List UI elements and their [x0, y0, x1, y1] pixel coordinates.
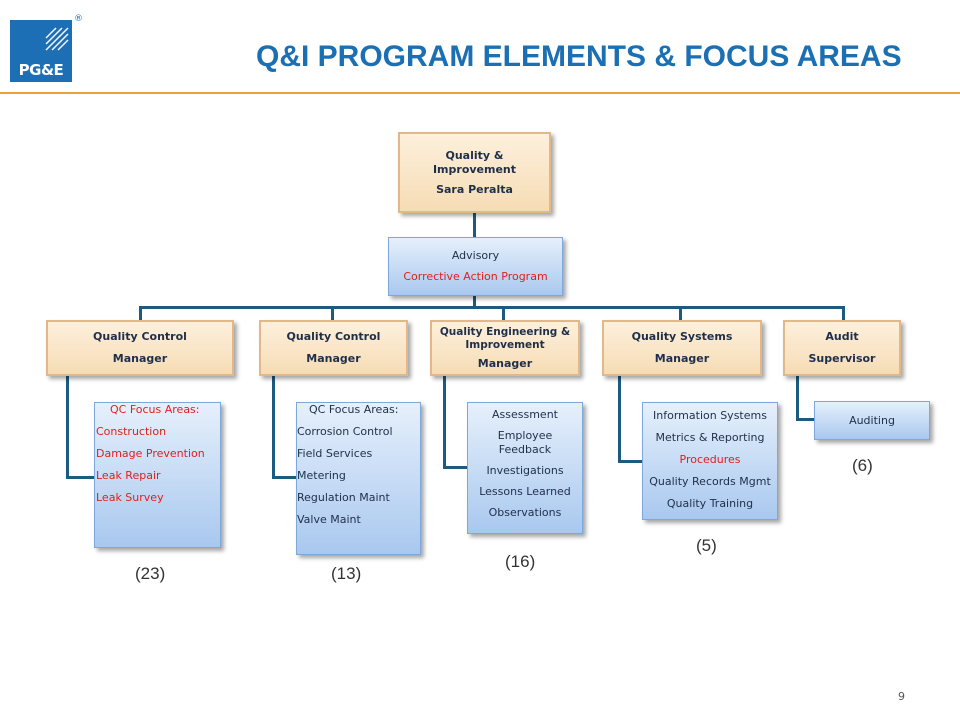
manager-role: Manager [112, 352, 168, 365]
qs-focus-areas: Information Systems Metrics & Reporting … [642, 402, 778, 520]
connector-drop-2 [331, 306, 334, 320]
connector-audit-vertical [796, 376, 799, 420]
focus-item: Quality Records Mgmt [649, 475, 771, 488]
qe-focus-areas: Assessment Employee Feedback Investigati… [467, 402, 583, 534]
logo-text: PG&E [18, 61, 64, 79]
connector-qs-vertical [618, 376, 621, 462]
focus-item: Leak Survey [96, 491, 164, 504]
page-title: Q&I PROGRAM ELEMENTS & FOCUS AREAS [256, 40, 902, 73]
focus-item: Quality Training [666, 497, 754, 510]
focus-item: Assessment [492, 408, 558, 421]
connector-qs-horizontal [618, 460, 642, 463]
connector-drop-5 [842, 306, 845, 320]
manager-title: Quality Control [286, 330, 381, 343]
focus-item: Procedures [679, 453, 741, 466]
manager-title: Quality Engineering & Improvement [439, 325, 571, 351]
focus-item: Construction [96, 425, 167, 438]
count-qe: (16) [505, 552, 536, 571]
corrective-action-program: Corrective Action Program [403, 270, 548, 283]
focus-item: Leak Repair [96, 469, 161, 482]
manager-role: Supervisor [808, 352, 876, 365]
manager-box-qs: Quality Systems Manager [602, 320, 762, 376]
qc2-header: QC Focus Areas: [309, 403, 399, 416]
count-qc1: (23) [135, 564, 166, 583]
qi-title: Quality & Improvement [432, 148, 517, 176]
focus-item: Damage Prevention [96, 447, 205, 460]
connector-top-advisory [473, 212, 476, 238]
focus-item: Observations [488, 506, 562, 519]
page-number: 9 [898, 690, 905, 703]
connector-drop-3 [502, 306, 505, 320]
connector-qe-horizontal [443, 466, 467, 469]
manager-role: Manager [654, 352, 710, 365]
quality-improvement-box: Quality & Improvement Sara Peralta [398, 132, 551, 213]
focus-item: Investigations [486, 464, 564, 477]
connector-qc1-horizontal [66, 476, 94, 479]
connector-advisory-bus [473, 296, 476, 308]
connector-drop-4 [679, 306, 682, 320]
manager-box-qe: Quality Engineering & Improvement Manage… [430, 320, 580, 376]
focus-item: Field Services [297, 447, 373, 460]
manager-role: Manager [306, 352, 361, 365]
title-divider [0, 92, 960, 94]
connector-manager-bus [139, 306, 845, 309]
qc2-focus-areas: QC Focus Areas: Corrosion Control Field … [296, 402, 421, 555]
focus-item: Lessons Learned [479, 485, 571, 498]
focus-item: Information Systems [653, 409, 767, 422]
focus-item: Valve Maint [297, 513, 361, 526]
manager-box-qc-2: Quality Control Manager [259, 320, 408, 376]
qi-name: Sara Peralta [436, 182, 513, 196]
count-qs: (5) [696, 536, 717, 555]
qc1-focus-areas: QC Focus Areas: Construction Damage Prev… [94, 402, 221, 548]
connector-drop-1 [139, 306, 142, 320]
manager-box-audit: Audit Supervisor [783, 320, 901, 376]
connector-qc2-horizontal [272, 476, 296, 479]
focus-item: Corrosion Control [297, 425, 393, 438]
connector-qc2-vertical [272, 376, 275, 478]
focus-item: Regulation Maint [297, 491, 390, 504]
manager-title: Quality Control [93, 330, 187, 343]
pge-logo: PG&E [10, 20, 72, 82]
advisory-box: Advisory Corrective Action Program [388, 237, 563, 296]
count-qc2: (13) [331, 564, 362, 583]
focus-item: Metrics & Reporting [655, 431, 765, 444]
count-audit: (6) [852, 456, 873, 475]
logo-grid-icon [45, 27, 69, 51]
focus-item: Metering [297, 469, 346, 482]
registered-mark: ® [74, 14, 83, 24]
manager-title: Audit [825, 330, 859, 343]
connector-qe-vertical [443, 376, 446, 468]
connector-audit-horizontal [796, 418, 814, 421]
manager-box-qc-1: Quality Control Manager [46, 320, 234, 376]
focus-item: Employee Feedback [497, 429, 553, 456]
advisory-label: Advisory [451, 249, 500, 262]
qc1-header: QC Focus Areas: [110, 403, 200, 416]
manager-role: Manager [477, 356, 533, 370]
audit-focus-areas: Auditing [814, 401, 930, 440]
focus-item: Auditing [849, 413, 895, 427]
connector-qc1-vertical [66, 376, 69, 478]
manager-title: Quality Systems [631, 330, 733, 343]
